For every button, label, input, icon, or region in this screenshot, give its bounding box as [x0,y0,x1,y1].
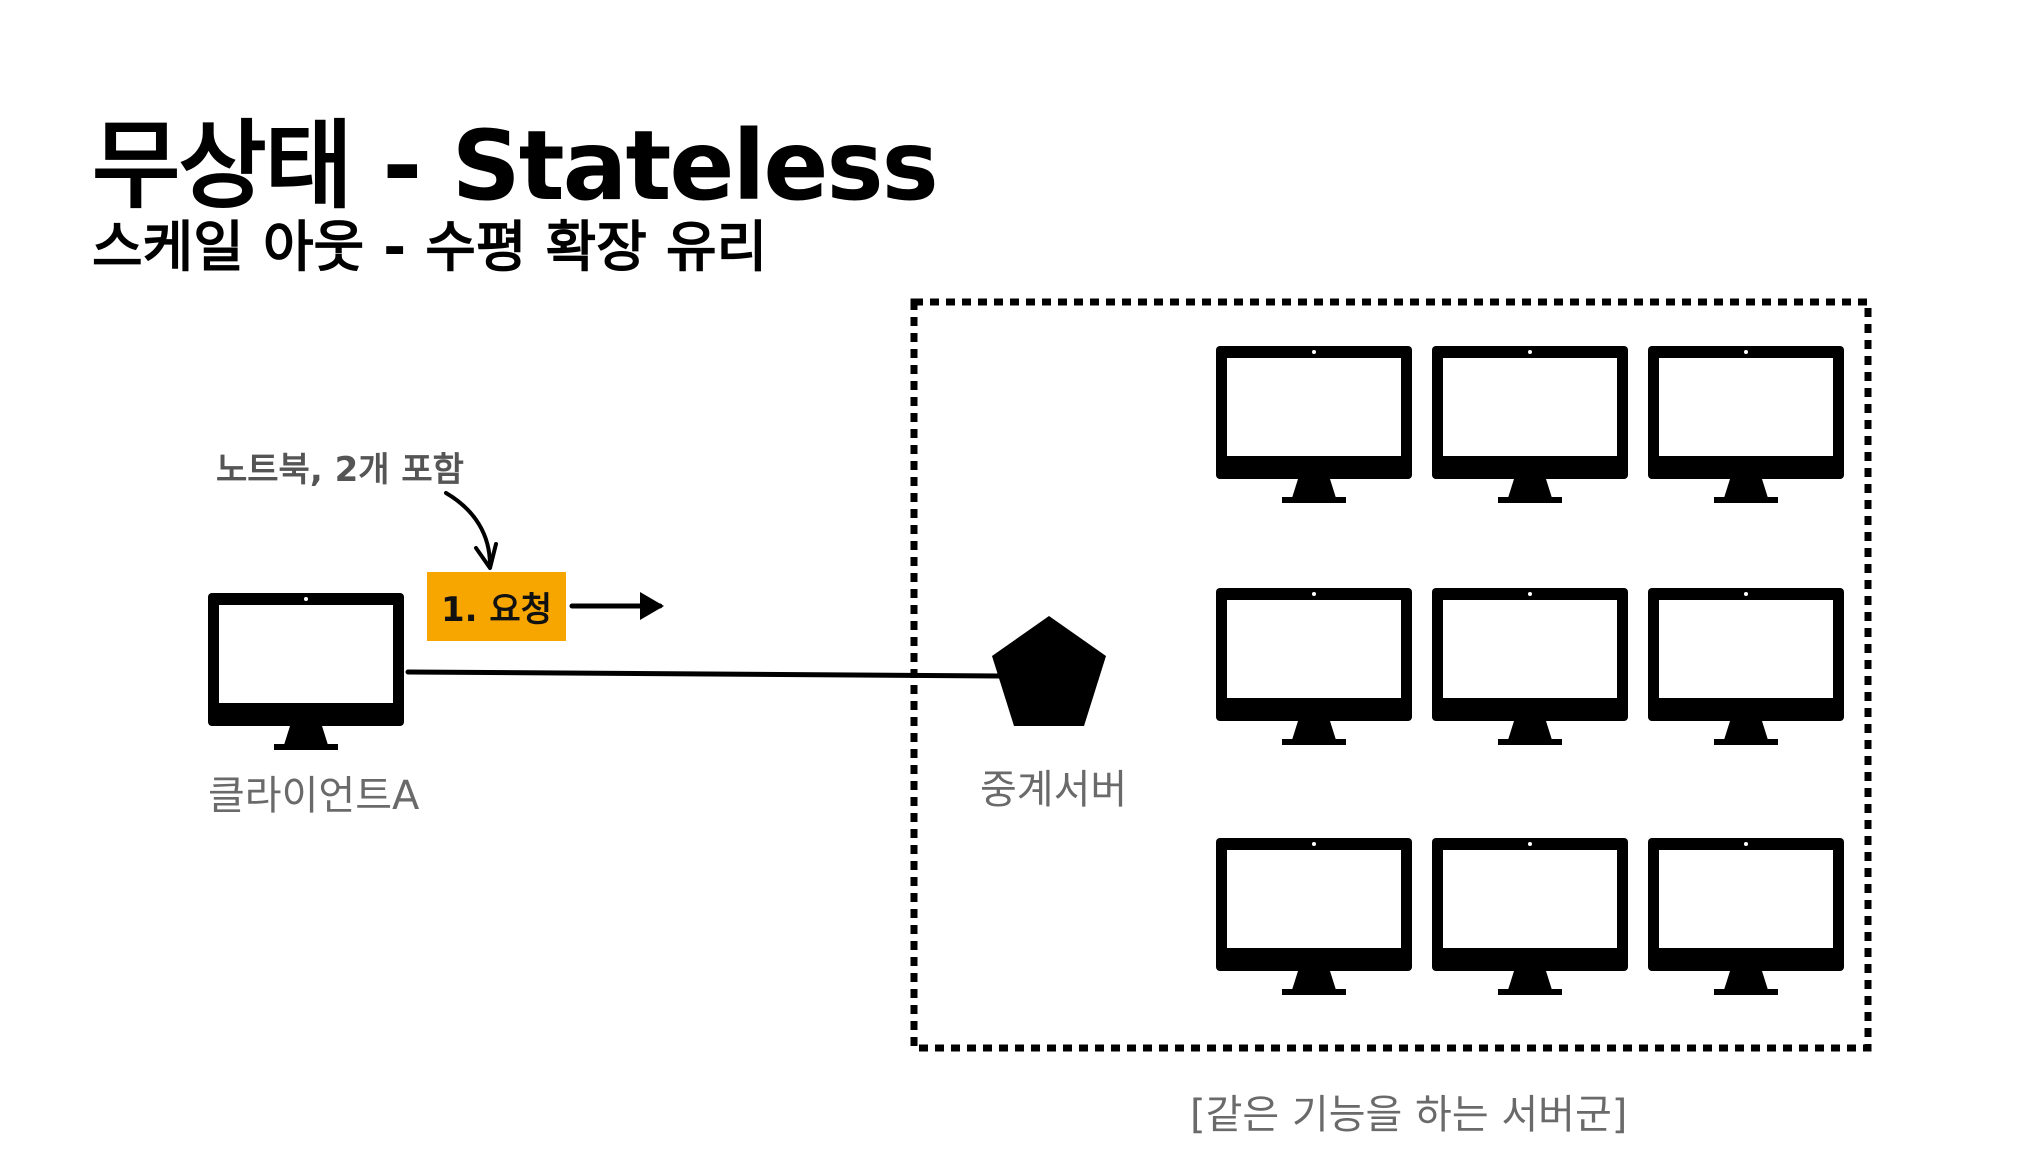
note-arrow [444,491,492,567]
connection-line [405,669,1003,679]
page-subtitle: 스케일 아웃 - 수평 확장 유리 [92,215,768,279]
server-cluster-label: [같은 기능을 하는 서버군] [1190,1092,1628,1138]
note-arrow-head-icon [474,542,498,570]
server-monitor-icon [1432,588,1628,745]
server-monitor-icon [1432,838,1628,995]
server-monitor-icon [1432,346,1628,503]
relay-server-label: 중계서버 [980,767,1128,813]
page-title: 무상태 - Stateless [92,110,939,222]
client-label: 클라이언트A [208,773,420,819]
request-arrow-head-icon [640,592,664,620]
server-monitor-icon [1648,346,1844,503]
server-monitor-icon [1648,838,1844,995]
server-monitor-icon [1648,588,1844,745]
server-monitor-icon [1216,838,1412,995]
relay-server-pentagon-icon [992,616,1106,726]
request-badge: 1. 요청 [427,572,566,641]
server-monitor-icon [1216,346,1412,503]
server-monitor-icon [1216,588,1412,745]
note-label: 노트북, 2개 포함 [216,450,464,490]
client-monitor-icon [208,593,404,750]
